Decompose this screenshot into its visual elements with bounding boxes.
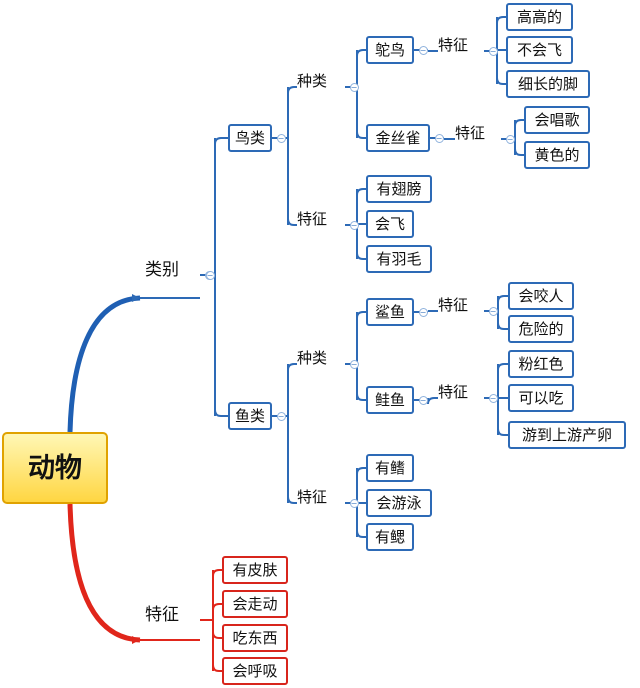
node-root-0-0-0[interactable]: 种类	[297, 72, 328, 90]
branch-arrow-icon	[132, 636, 140, 644]
node-root-0-1-0-0-0[interactable]: 特征	[438, 296, 469, 314]
connector-branch	[214, 409, 228, 417]
connector-branch	[497, 295, 508, 303]
connector-branch	[356, 393, 366, 401]
node-root-0-0-1-1[interactable]: 会飞	[366, 210, 414, 238]
node-root-0-1-1-1[interactable]: 会游泳	[366, 489, 432, 517]
connector-branch	[356, 131, 366, 139]
collapse-toggle-icon[interactable]: −	[505, 134, 515, 144]
node-root-0-1-1-0[interactable]: 有鳍	[366, 454, 414, 482]
node-root-1-2[interactable]: 吃东西	[222, 624, 288, 652]
node-root-0-0-0-1-0[interactable]: 特征	[455, 124, 486, 142]
collapse-toggle-icon[interactable]: −	[488, 306, 498, 316]
node-root-0-0-0-0[interactable]: 鸵鸟	[366, 36, 414, 64]
connector-branch	[356, 252, 366, 260]
node-root-1[interactable]: 特征	[145, 605, 179, 625]
node-root-0-1-1[interactable]: 特征	[297, 488, 328, 506]
node-root-0-1-0-0[interactable]: 鲨鱼	[366, 298, 414, 326]
connector-branch	[287, 218, 297, 226]
connector-branch	[287, 496, 297, 504]
connector-branch	[356, 188, 366, 196]
node-root-0-1-0-0-0-1[interactable]: 危险的	[508, 315, 574, 343]
branch-arrow-icon	[132, 294, 140, 302]
connector-branch	[287, 363, 297, 371]
node-root-0-0-1[interactable]: 特征	[297, 210, 328, 228]
connector-layer	[67, 16, 524, 672]
collapse-toggle-icon[interactable]: −	[488, 393, 498, 403]
node-root-1-3[interactable]: 会呼吸	[222, 657, 288, 685]
node-root-0-1-0-1-0-1[interactable]: 可以吃	[508, 384, 574, 412]
connector-branch	[514, 119, 524, 127]
node-root-0-1-0[interactable]: 种类	[297, 349, 328, 367]
node-root-1-1[interactable]: 会走动	[222, 590, 288, 618]
collapse-toggle-icon[interactable]: −	[276, 133, 286, 143]
node-root-0-0-0-0-0-0[interactable]: 高高的	[506, 3, 573, 31]
connector-branch	[497, 363, 508, 371]
connector-branch	[212, 664, 222, 672]
collapse-toggle-icon[interactable]: −	[418, 307, 428, 317]
collapse-toggle-icon[interactable]: −	[418, 45, 428, 55]
connector-branch	[212, 603, 222, 611]
connector-branch	[287, 86, 297, 94]
collapse-toggle-icon[interactable]: −	[434, 133, 444, 143]
connector-branch	[356, 49, 366, 57]
connector-branch	[356, 530, 366, 538]
node-root-0-0-0-0-0-1[interactable]: 不会飞	[506, 36, 573, 64]
collapse-toggle-icon[interactable]: −	[205, 270, 215, 280]
node-root-0-0-1-2[interactable]: 有羽毛	[366, 245, 432, 273]
connector-branch	[212, 631, 222, 639]
collapse-toggle-icon[interactable]: −	[349, 220, 359, 230]
collapse-toggle-icon[interactable]: −	[349, 359, 359, 369]
node-root-0-1-0-1-0-2[interactable]: 游到上游产卵	[508, 421, 626, 449]
node-root[interactable]: 动物	[2, 432, 108, 504]
node-root-0-0-0-1-0-0[interactable]: 会唱歌	[524, 106, 590, 134]
collapse-toggle-icon[interactable]: −	[349, 498, 359, 508]
node-root-0-1-1-2[interactable]: 有鳃	[366, 523, 414, 551]
node-root-1-0[interactable]: 有皮肤	[222, 556, 288, 584]
connector-branch	[214, 137, 228, 145]
connector-branch	[497, 428, 508, 436]
node-root-0-0-0-1[interactable]: 金丝雀	[366, 124, 430, 152]
collapse-toggle-icon[interactable]: −	[488, 46, 498, 56]
node-root-0-0-0-0-0[interactable]: 特征	[438, 36, 469, 54]
connector-branch	[496, 77, 506, 85]
connector-branch	[356, 311, 366, 319]
collapse-toggle-icon[interactable]: −	[349, 82, 359, 92]
node-root-0-0[interactable]: 鸟类	[228, 124, 272, 152]
connector-branch	[212, 569, 222, 577]
node-root-0-1-0-1[interactable]: 鲑鱼	[366, 386, 414, 414]
connector-branch	[514, 148, 524, 156]
collapse-toggle-icon[interactable]: −	[418, 395, 428, 405]
branch-curve-category	[67, 295, 141, 433]
node-root-0-0-0-0-0-2[interactable]: 细长的脚	[506, 70, 590, 98]
node-root-0-0-1-0[interactable]: 有翅膀	[366, 175, 432, 203]
connector-branch	[356, 467, 366, 475]
connector-branch	[496, 16, 506, 24]
node-root-0[interactable]: 类别	[145, 260, 179, 280]
node-root-0-1-0-0-0-0[interactable]: 会咬人	[508, 282, 574, 310]
collapse-toggle-icon[interactable]: −	[276, 411, 286, 421]
connector-branch	[427, 397, 438, 405]
branch-curve-feature	[67, 503, 141, 643]
node-root-0-1[interactable]: 鱼类	[228, 402, 272, 430]
node-root-0-0-0-1-0-1[interactable]: 黄色的	[524, 141, 590, 169]
connector-branch	[497, 322, 508, 330]
node-root-0-1-0-1-0-0[interactable]: 粉红色	[508, 350, 574, 378]
node-root-0-1-0-1-0[interactable]: 特征	[438, 383, 469, 401]
